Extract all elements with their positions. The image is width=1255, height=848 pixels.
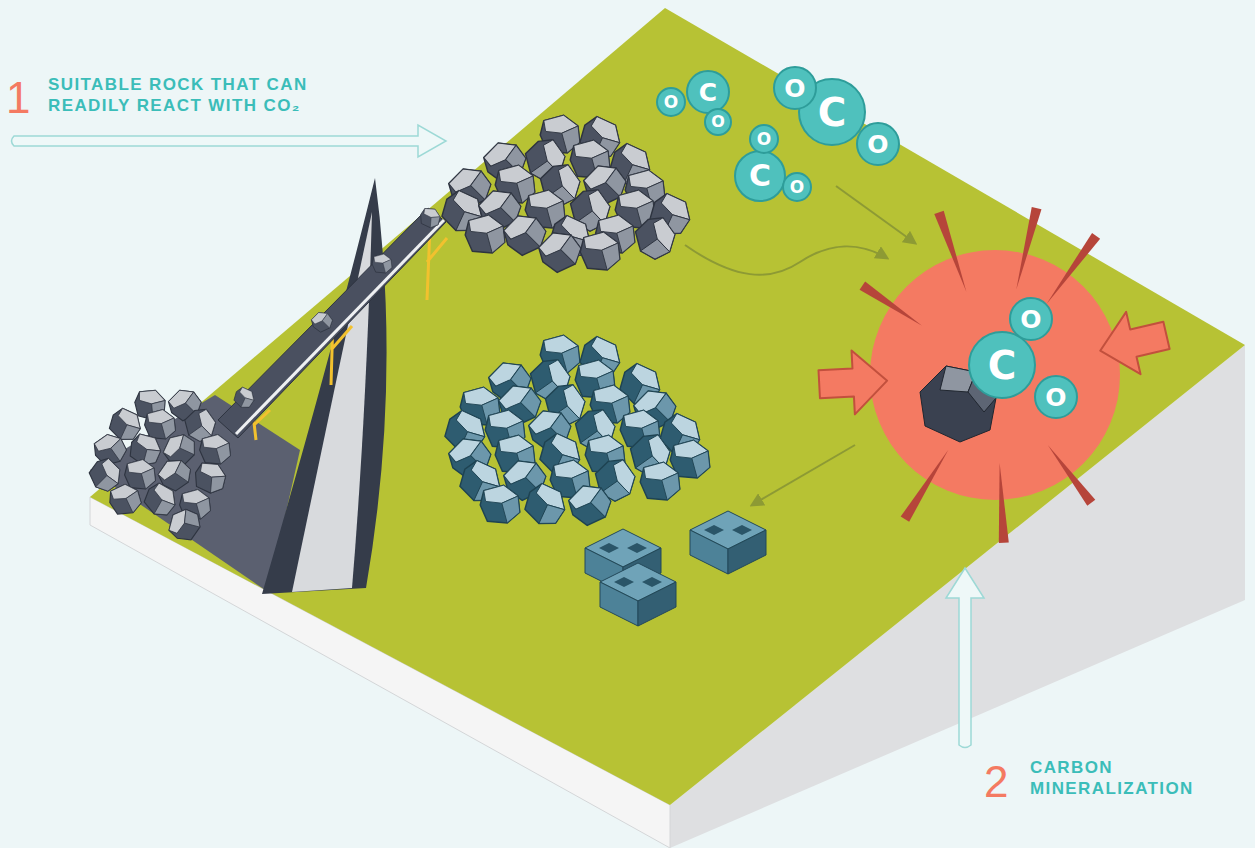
conveyor-rocks [231,384,258,411]
mined-rock-pile [85,384,230,545]
mined-rock-pile [107,482,142,516]
process-arrows [836,186,915,243]
mountain-light-face [292,212,372,592]
atom-letter: O [867,132,888,157]
conveyor-rocks [418,205,443,230]
reaction-spikes [860,281,925,330]
grey-rock-pile [435,110,698,277]
atom-letter: O [784,76,805,101]
atom-letter: O [790,179,804,196]
cinder-blocks [600,563,676,626]
atom-circle: O [1009,297,1053,341]
mined-rock-pile [145,410,176,439]
cinder-blocks [690,511,766,574]
reaction-spikes [860,207,1101,543]
grey-rock-pile [533,225,586,278]
atom-circle: O [704,108,732,136]
atom-circle: C [686,70,730,114]
atom-circle: O [1034,375,1078,419]
atom-circle: O [656,87,686,117]
block-top-face [90,8,1245,805]
atom-circle: O [749,124,779,154]
atom-letter: C [699,80,717,105]
conveyor-stripe [236,220,444,434]
callout-number: 1 [6,76,30,120]
callout-text: CARBON MINERALIZATION [1030,757,1245,799]
mineralized-rock-pile [518,477,573,531]
conveyor-rocks [308,308,335,334]
reaction-spikes [1044,442,1095,506]
atom-circle: O [856,122,900,166]
reaction-circle [870,250,1120,500]
quarry-shelf [90,395,300,592]
atom-letter: O [664,94,678,111]
atom-circle: O [782,172,812,202]
conveyor-rocks [372,254,392,273]
reaction-arrows [1093,304,1174,382]
grey-rock-pile [465,215,505,253]
reaction-spikes [901,447,953,522]
atom-letter: O [1020,307,1041,332]
callout-text: SUITABLE ROCK THAT CAN READILY REACT WIT… [48,74,378,116]
mined-rock-pile [164,504,205,545]
atom-letter: C [818,93,847,132]
callout-arrow [946,568,984,748]
conveyor-rocks [231,205,443,411]
atom-letter: O [711,114,725,130]
atom-letter: O [757,131,771,148]
callout-arrow [12,125,447,157]
atom-letter: O [1045,385,1066,410]
conveyor-legs [252,228,447,440]
grey-rock-pile [580,232,620,270]
mined-rock-pile [200,435,231,464]
reaction-spikes [1043,233,1100,307]
atom-letter: C [749,161,771,191]
atom-circle: C [968,331,1036,399]
process-arrows [752,445,855,505]
reaction-spikes [995,463,1009,543]
grey-rock-pile [631,213,680,263]
callout-number: 2 [984,760,1008,804]
process-arrows [685,245,887,275]
reaction-spikes [1011,207,1041,291]
mined-rock-pile [125,460,156,489]
reaction-spikes [934,211,971,294]
conveyor-belt [218,208,446,438]
mineralized-rock-pile [640,462,680,500]
cinder-blocks [585,511,766,626]
atom-circle: C [734,150,786,202]
reaction-arrows [818,349,889,416]
mineralized-rock-pile [480,485,520,523]
mineralized-rock-pile [563,478,616,531]
mineralized-rock-pile [438,330,710,531]
atom-circle: O [773,66,817,110]
atom-letter: C [988,346,1017,385]
